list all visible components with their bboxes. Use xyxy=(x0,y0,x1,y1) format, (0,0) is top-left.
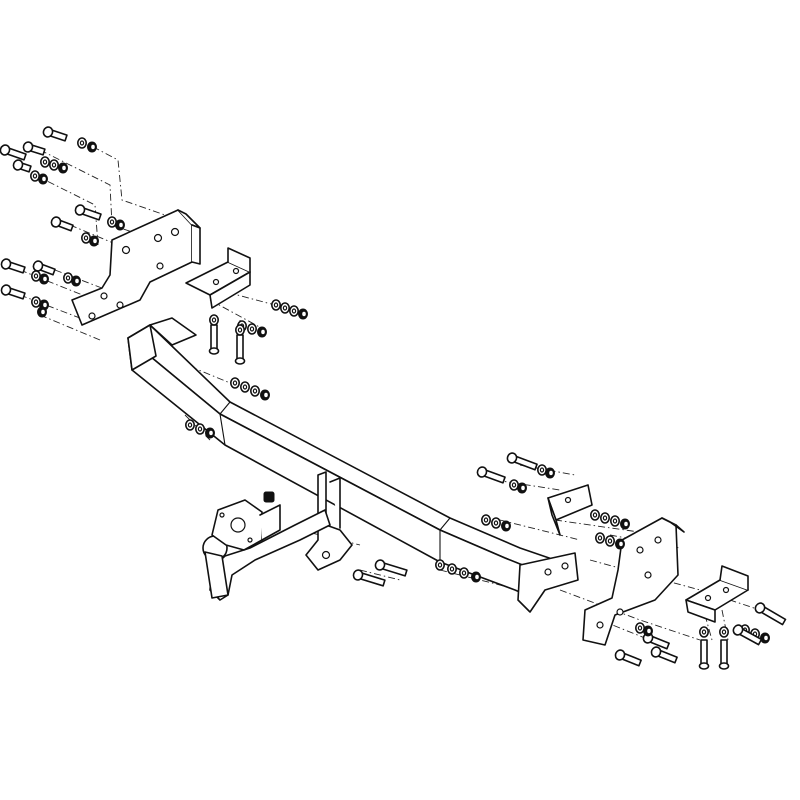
bolt-head xyxy=(754,602,766,614)
washer-hole xyxy=(51,162,57,168)
bolt-head xyxy=(0,144,11,156)
left-mounting-bracket xyxy=(71,209,201,326)
bolt-head xyxy=(614,649,626,661)
nut-bore xyxy=(301,310,308,318)
washer-hole xyxy=(291,308,297,314)
washer-hole xyxy=(32,173,38,179)
washer-hole xyxy=(602,515,608,521)
washer-hole xyxy=(83,235,89,241)
washer-hole xyxy=(65,275,71,281)
vertical-bolt-head xyxy=(698,662,710,670)
vertical-bolt xyxy=(700,639,708,665)
vertical-bolt-head xyxy=(718,662,730,670)
nut-bore xyxy=(73,277,80,285)
washer-hole xyxy=(237,327,243,333)
washer-hole xyxy=(79,140,85,146)
washer-hole xyxy=(612,518,618,524)
bolt-head xyxy=(0,258,12,270)
bolt-head xyxy=(352,569,364,581)
nut-bore xyxy=(39,308,46,316)
washer-hole xyxy=(242,384,248,390)
nut-bore xyxy=(504,522,511,530)
bolt-head xyxy=(12,159,24,171)
washer-hole xyxy=(252,388,258,394)
washer-hole xyxy=(449,566,455,572)
nut-bore xyxy=(519,484,526,492)
nut-bore xyxy=(263,391,270,399)
cross-beam xyxy=(127,317,579,613)
washer-hole xyxy=(232,380,238,386)
nut-bore xyxy=(645,627,652,635)
washer-hole xyxy=(511,482,517,488)
nut-bore xyxy=(40,175,47,183)
washer-hole xyxy=(273,302,279,308)
washer-hole xyxy=(721,629,727,635)
washer-hole xyxy=(597,535,603,541)
bolt-head xyxy=(374,559,386,571)
socket-plate xyxy=(211,491,281,551)
nut-bore xyxy=(547,469,554,477)
washer-hole xyxy=(637,625,643,631)
washer-hole xyxy=(282,305,288,311)
bolt-head xyxy=(506,452,518,464)
washer-hole xyxy=(437,562,443,568)
washer-hole xyxy=(539,467,545,473)
vertical-bolt xyxy=(210,324,218,350)
nut-bore xyxy=(208,429,215,437)
washer-hole xyxy=(33,299,39,305)
washer-hole xyxy=(461,570,467,576)
washer-hole xyxy=(197,426,203,432)
washer-hole xyxy=(33,273,39,279)
vertical-bolt-head xyxy=(208,347,220,355)
right-lower-angle-bracket xyxy=(685,565,749,623)
washer-hole xyxy=(42,159,48,165)
vertical-bolt xyxy=(236,334,244,360)
washer-hole xyxy=(109,219,115,225)
nut-bore xyxy=(91,237,98,245)
right-mounting-bracket xyxy=(582,517,685,646)
washer-hole xyxy=(493,520,499,526)
washer-hole xyxy=(701,629,707,635)
bolt-head xyxy=(650,646,662,658)
vertical-bolt xyxy=(720,639,728,665)
bolt-head xyxy=(74,204,86,216)
nut-bore xyxy=(622,520,629,528)
washer-hole xyxy=(187,422,193,428)
nut-bore xyxy=(89,143,96,151)
nut-bore xyxy=(41,275,48,283)
right-upper-angle-bracket xyxy=(547,484,593,536)
bolt-head xyxy=(50,216,62,228)
nut-bore xyxy=(117,221,124,229)
bolt-head xyxy=(22,141,34,153)
washer-hole xyxy=(249,326,255,332)
nut-bore xyxy=(762,634,769,642)
washer-hole xyxy=(592,512,598,518)
washer-hole xyxy=(607,538,613,544)
washer-hole xyxy=(211,317,217,323)
washer-hole xyxy=(483,517,489,523)
bolt-head xyxy=(732,624,744,636)
bolt-head xyxy=(42,126,54,138)
bolt-head xyxy=(0,284,12,296)
center-hanger-bracket xyxy=(305,471,353,571)
nut-bore xyxy=(617,540,624,548)
nut-bore xyxy=(474,573,481,581)
bolt-head xyxy=(476,466,488,478)
bolt-head xyxy=(32,260,44,272)
nut-bore xyxy=(60,164,67,172)
left-angle-bracket xyxy=(185,247,251,309)
vertical-bolt-head xyxy=(234,357,246,365)
bolt-stacks xyxy=(0,126,787,670)
nut-bore xyxy=(260,328,267,336)
